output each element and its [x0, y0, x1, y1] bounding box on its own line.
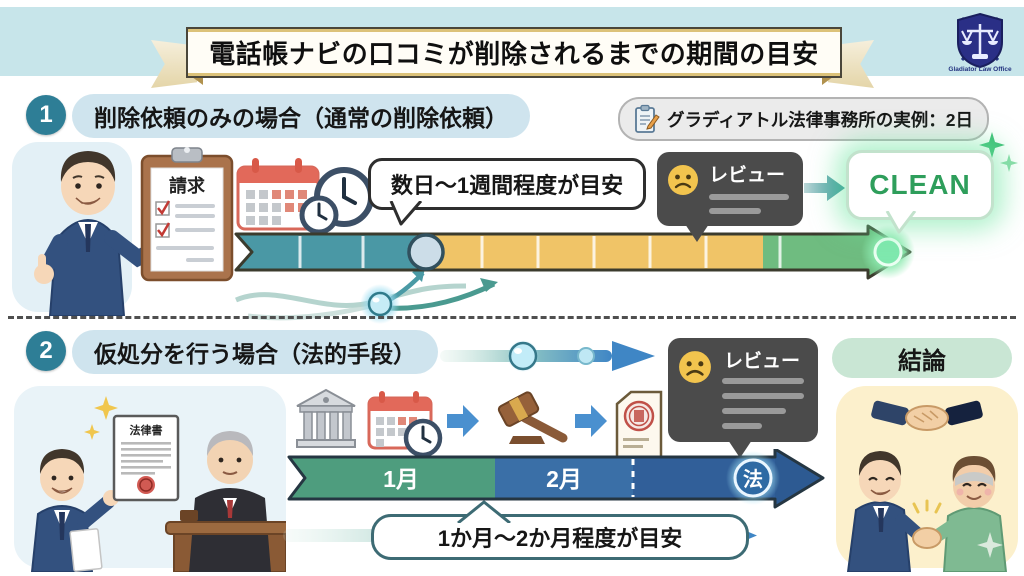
review-text-line	[709, 194, 789, 200]
section1-number-badge: 1	[26, 95, 66, 135]
court-scene-illustration: 法律書	[14, 386, 286, 572]
review-badge-1: レビュー	[657, 152, 803, 242]
memo-pencil-icon	[635, 104, 660, 133]
law-office-logo: Gladiator Law Office	[940, 10, 1020, 84]
review-badge-2: レビュー	[668, 338, 818, 458]
title-banner: 電話帳ナビの口コミが削除されるまでの期間の目安	[186, 27, 842, 78]
clean-result-bubble: CLEAN	[846, 150, 994, 220]
document-title: 法律書	[130, 423, 163, 437]
arrow-right-teal-icon	[804, 175, 845, 201]
month1-label: 1月	[383, 466, 419, 492]
section2-heading: 仮処分を行う場合（法的手段）	[72, 330, 438, 374]
sparkle-icon	[912, 499, 942, 514]
arrow-right-icon	[575, 405, 607, 437]
clean-label: CLEAN	[869, 169, 971, 200]
client-figure	[927, 456, 1008, 572]
ribbon-fold-right	[822, 74, 837, 85]
bubble1-tail	[389, 201, 423, 226]
legal-document: 法律書	[112, 414, 180, 502]
section-divider	[8, 316, 1016, 319]
progress-arrow	[440, 340, 655, 372]
sad-face-icon	[679, 351, 711, 383]
scales-shield-icon	[957, 12, 1003, 68]
estimate-text-2: 1か月～2か月程度が目安	[437, 526, 683, 551]
conclusion-pill: 結論	[832, 338, 1012, 378]
request-point-marker	[407, 233, 445, 271]
law-circle-icon	[733, 458, 773, 498]
clipboard-title: 請求	[169, 175, 206, 196]
sad-face-icon	[668, 165, 698, 195]
review-text-line	[722, 378, 804, 384]
handshake-icon	[871, 400, 983, 431]
deletion-timeline-bar	[234, 224, 915, 324]
review-badge-label: レビュー	[724, 351, 801, 372]
swoosh-arrows	[235, 268, 498, 324]
logo-text: Gladiator Law Office	[948, 66, 1012, 73]
legal-process-icons	[296, 388, 663, 462]
progress-marker	[508, 341, 538, 371]
sparkle-icon	[84, 396, 118, 440]
phase-before-request	[236, 234, 426, 270]
section2-number: 2	[39, 337, 53, 364]
clean-bubble-tail	[885, 211, 917, 234]
ribbon-fold-left	[188, 74, 203, 85]
section1-number: 1	[39, 101, 53, 128]
section2-number-badge: 2	[26, 331, 66, 371]
bubble2-tail	[457, 500, 511, 523]
clean-point-marker	[873, 237, 903, 267]
review-text-line	[722, 423, 762, 429]
injunction-timeline-bar: 1月 2月 法	[287, 449, 825, 509]
section1-heading: 削除依頼のみの場合（通常の削除依頼）	[72, 94, 530, 138]
clasped-hands	[912, 527, 942, 549]
courthouse-icon	[296, 388, 356, 448]
page-title: 電話帳ナビの口コミが削除されるまでの期間の目安	[209, 39, 819, 69]
conclusion-label: 結論	[898, 347, 946, 375]
review-text-line	[722, 408, 786, 414]
estimate-bubble-2: 1か月～2か月程度が目安	[371, 514, 749, 560]
judge-figure	[165, 431, 286, 572]
claim-clipboard: 請求	[140, 147, 234, 282]
review-text-line	[722, 393, 804, 399]
review-badge-label: レビュー	[709, 165, 786, 186]
case-example-text: グラディアトル法律事務所の実例：2日	[667, 109, 974, 130]
sparkle-icon	[979, 132, 1018, 172]
lawyer-clipboard-illustration: 請求	[12, 142, 234, 316]
progress-marker	[577, 347, 595, 365]
month1-segment	[289, 457, 495, 499]
case-example-note: グラディアトル法律事務所の実例：2日	[618, 97, 990, 141]
sealed-document-icon	[615, 390, 663, 462]
lawyer-figure	[846, 451, 927, 572]
gavel-icon	[497, 391, 568, 444]
month2-label: 2月	[546, 466, 582, 492]
month2-segment	[495, 457, 633, 499]
review-text-line	[709, 208, 761, 214]
arrow-right-icon	[447, 405, 479, 437]
calendar-clock-icon	[367, 391, 443, 458]
lawyer-with-document	[30, 449, 119, 572]
handshake-illustration	[836, 386, 1018, 572]
estimate-text-1: 数日～1週間程度が目安	[390, 173, 624, 198]
calendar-clock-icon	[236, 158, 374, 235]
review-badge1-tail	[685, 224, 709, 242]
timeline1-bar	[234, 224, 915, 280]
law-symbol: 法	[743, 467, 763, 491]
gavel-block	[180, 510, 198, 521]
